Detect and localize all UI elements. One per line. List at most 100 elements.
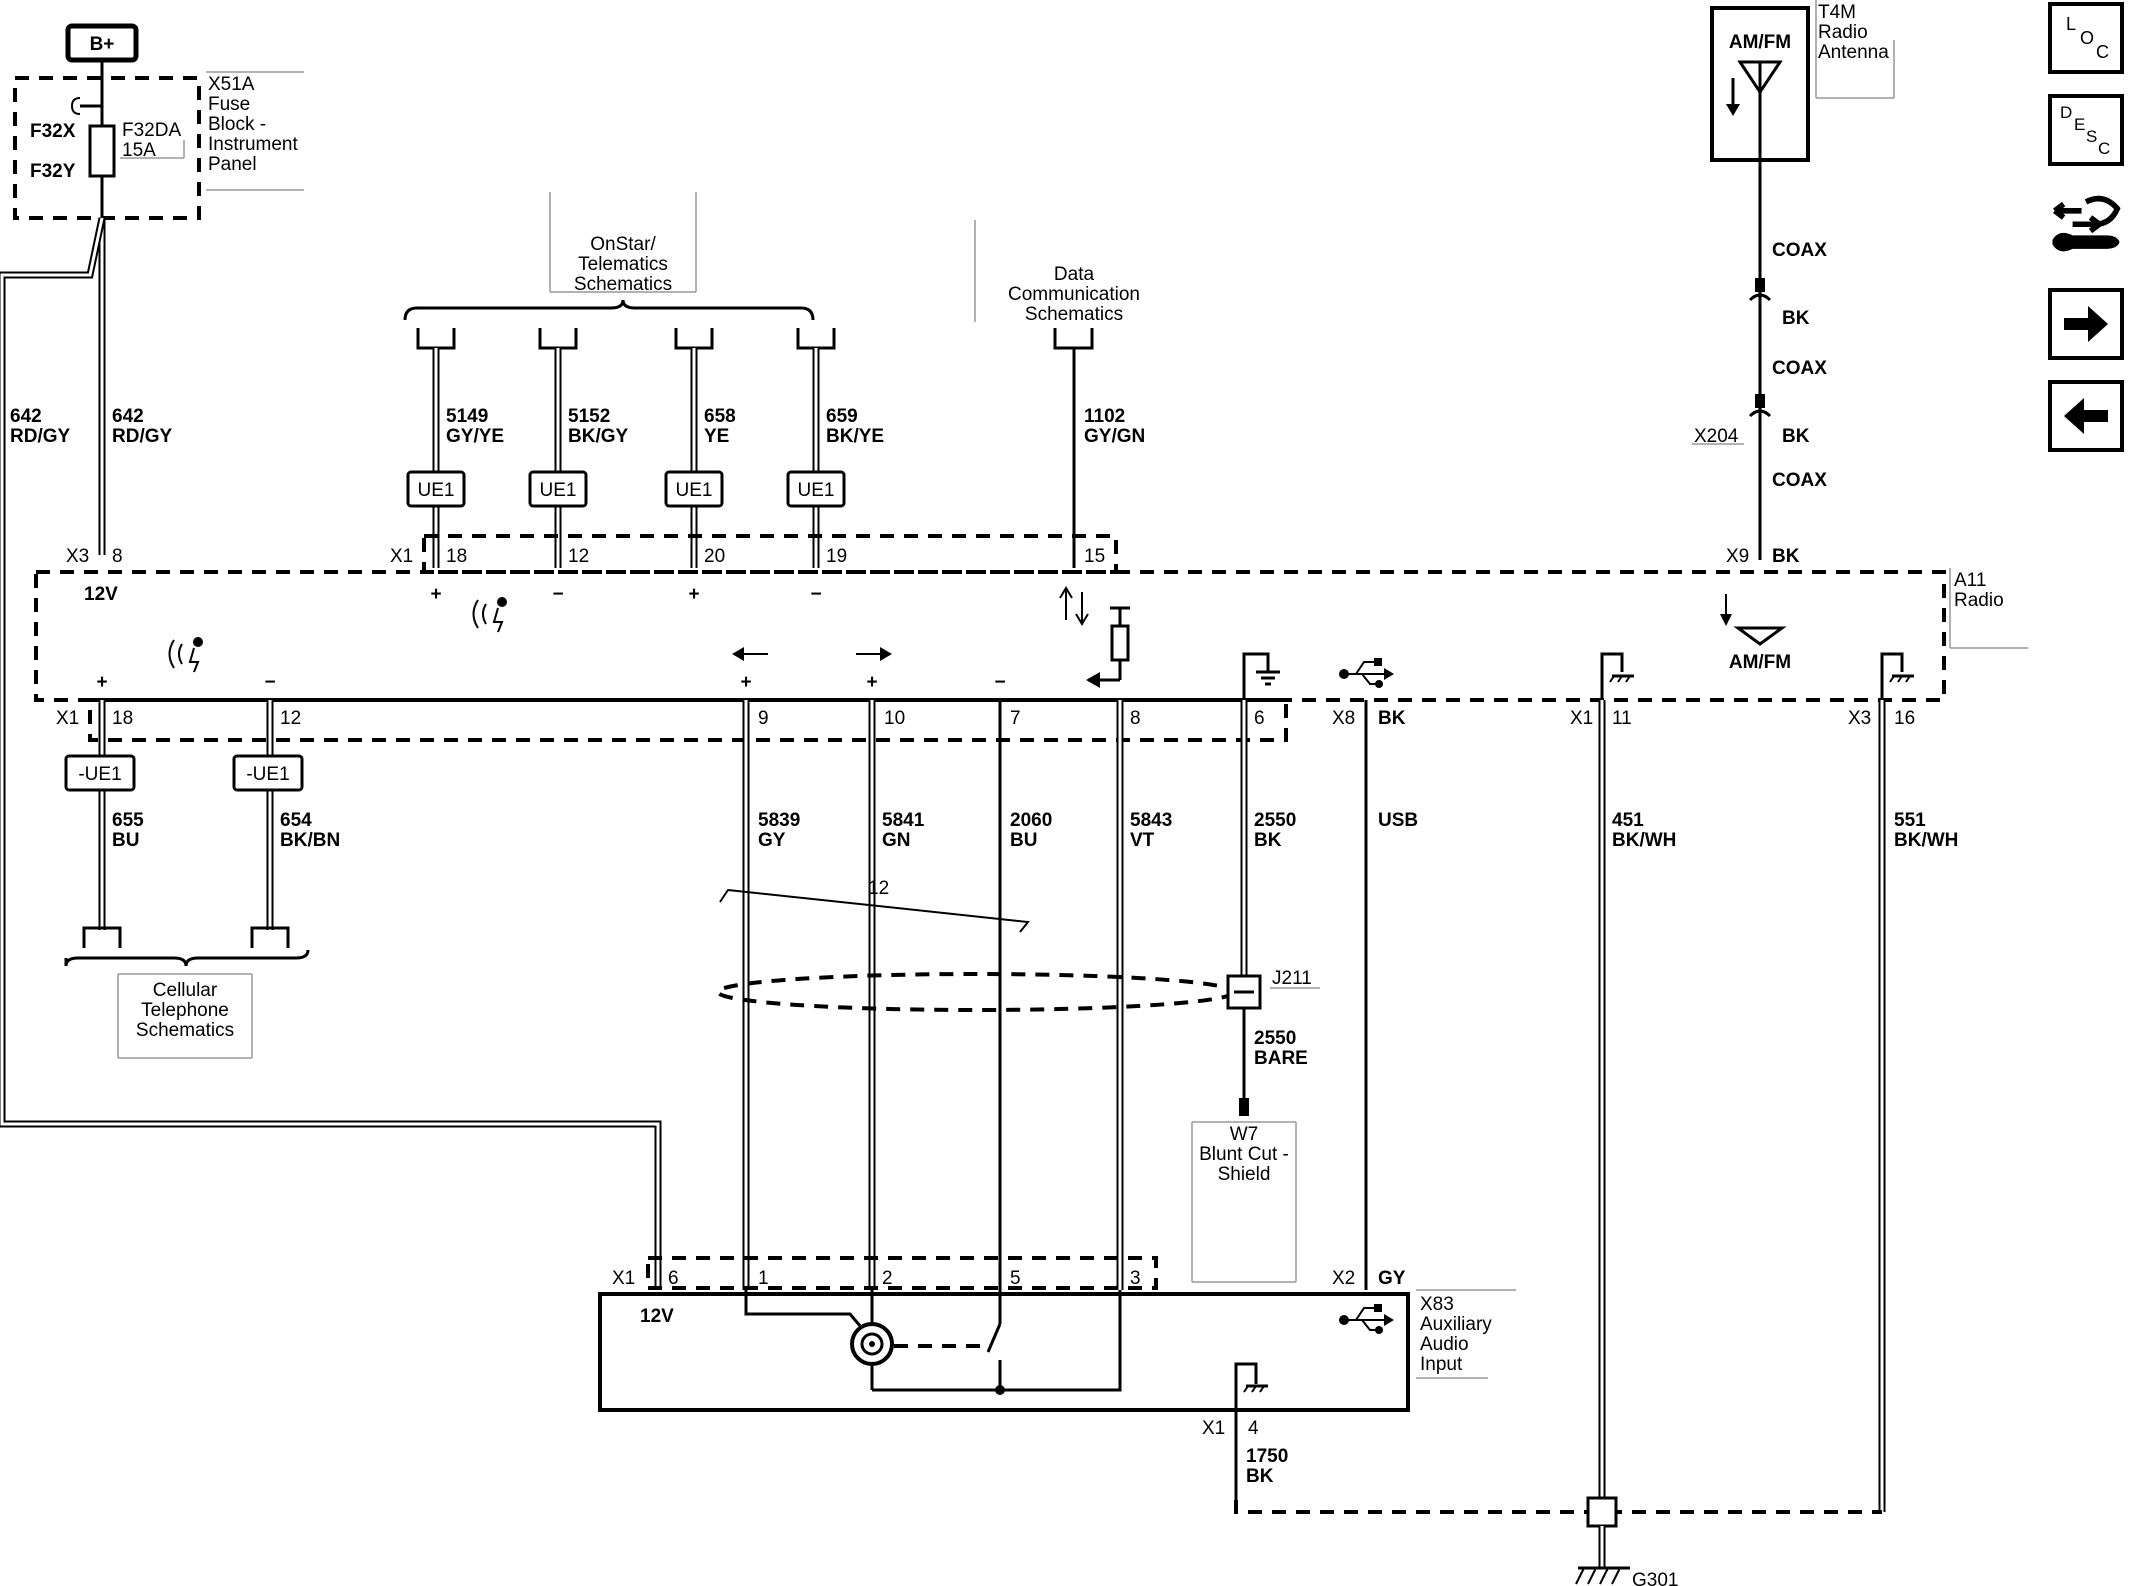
wire-659-num: 659	[826, 406, 858, 427]
wire-5152-color: BK/GY	[568, 426, 629, 447]
radio-pin-12: 12	[568, 546, 589, 567]
onstar-reference: OnStar/ Telematics Schematics	[403, 192, 815, 321]
aux-name-1: Auxiliary	[1420, 1314, 1492, 1335]
aux-name-2: Audio	[1420, 1334, 1469, 1355]
connector-x204: X204	[1694, 426, 1739, 447]
fuse-label-f32y: F32Y	[30, 161, 76, 182]
radio-pin-b6: 6	[1254, 708, 1265, 729]
chassis-ground-icon	[1600, 652, 1634, 700]
radio-pin-18: 18	[446, 546, 467, 567]
fuse-block-name-4: Panel	[208, 154, 257, 175]
wire-642b-num: 642	[112, 406, 144, 427]
wrench-connector-icon	[2052, 195, 2121, 252]
antenna-t4m: AM/FM T4M Radio Antenna COAX BK COAX X20…	[1692, 0, 1895, 560]
location-button[interactable]: L O C	[2048, 2, 2124, 74]
radio-pin-19: 19	[826, 546, 847, 567]
wire-1750-color: BK	[1246, 1466, 1274, 1487]
fuse-id: F32DA	[122, 120, 181, 141]
aux-name-3: Input	[1420, 1354, 1463, 1375]
upper-connectors	[416, 328, 1094, 350]
ground-id: G301	[1632, 1570, 1678, 1586]
loc-letter-l: L	[2066, 14, 2076, 34]
bias-resistor-icon	[1086, 606, 1130, 688]
wire-2060-num: 2060	[1010, 810, 1052, 831]
fuse-block-name-2: Block -	[208, 114, 266, 135]
shield-line-2: Shield	[1218, 1164, 1271, 1185]
wire-451-color: BK/WH	[1612, 830, 1676, 851]
previous-page-button[interactable]	[2048, 380, 2124, 452]
wire-5152-num: 5152	[568, 406, 610, 427]
loc-letter-o: O	[2080, 28, 2094, 48]
wire-2060-color: BU	[1010, 830, 1037, 851]
sign-plus: +	[430, 584, 441, 605]
radio-x3: X3	[66, 546, 89, 567]
radio-module-a11: A11 Radio X3 8 12V X1 18 12 20 19 15 + −…	[34, 534, 2028, 742]
onstar-ref-1: OnStar/	[590, 234, 656, 255]
desc-letter-c: C	[2098, 139, 2110, 158]
arrow-right-icon	[2064, 306, 2108, 342]
aux-x1: X1	[612, 1268, 635, 1289]
wire-2550-color: BK	[1254, 830, 1282, 851]
wire-5839-color: GY	[758, 830, 786, 851]
wire-451-num: 451	[1612, 810, 1644, 831]
wire-655-num: 655	[112, 810, 144, 831]
shield-id: W7	[1230, 1124, 1259, 1145]
antenna-box-label: AM/FM	[1729, 32, 1791, 53]
wire-642b-color: RD/GY	[112, 426, 173, 447]
aux-x2-gy: GY	[1378, 1268, 1406, 1289]
wire-659-color: BK/YE	[826, 426, 884, 447]
aux-pin-1: 1	[758, 1268, 769, 1289]
fuse-icon	[88, 124, 116, 178]
radio-x9: X9	[1726, 546, 1749, 567]
aux-pin-6: 6	[668, 1268, 679, 1289]
coax-label-2: COAX	[1772, 358, 1827, 379]
radio-pin-b8: 8	[1130, 708, 1141, 729]
power-label: B+	[90, 34, 115, 55]
coax-bk-2: BK	[1782, 426, 1810, 447]
data-comm-reference: Data Communication Schematics	[974, 220, 1140, 325]
antenna-name-1: Radio	[1818, 22, 1868, 43]
antenna-name-2: Antenna	[1818, 42, 1889, 63]
ground-g301: G301	[1234, 1496, 1882, 1586]
ue1-boxes-upper: UE1 UE1 UE1 UE1	[406, 470, 846, 508]
connector-end-view-button[interactable]	[2048, 186, 2124, 258]
ground-symbol-icon	[1242, 652, 1280, 700]
twist-label: 12	[868, 878, 889, 899]
radio-pin-b16: 16	[1894, 708, 1915, 729]
datacomm-ref-3: Schematics	[1025, 304, 1123, 325]
wire-551-num: 551	[1894, 810, 1926, 831]
coax-label-1: COAX	[1772, 240, 1827, 261]
radio-pin-b9: 9	[758, 708, 769, 729]
cellular-ref-1: Cellular	[153, 980, 218, 1001]
aux-pin-3: 3	[1130, 1268, 1141, 1289]
wire-1102-num: 1102	[1084, 406, 1125, 427]
radio-pin-b18: 18	[112, 708, 133, 729]
wire-5149-color: GY/YE	[446, 426, 504, 447]
wire-5841-color: GN	[882, 830, 911, 851]
sign-minus: −	[552, 584, 563, 605]
radio-x1-top: X1	[390, 546, 413, 567]
radio-pin-b10: 10	[884, 708, 905, 729]
radio-pin-b11: 11	[1612, 708, 1632, 729]
upper-wires: 5149 GY/YE 5152 BK/GY 658 YE 659 BK/YE 1…	[432, 348, 1145, 568]
description-button[interactable]: D E S C	[2048, 94, 2124, 166]
loc-letter-c: C	[2096, 42, 2109, 62]
desc-letter-e: E	[2074, 115, 2085, 134]
power-source: B+	[65, 23, 139, 106]
aux-12v: 12V	[640, 1306, 674, 1327]
microphone-icon	[472, 597, 507, 633]
radio-x3-right: X3	[1848, 708, 1871, 729]
next-page-button[interactable]	[2048, 288, 2124, 360]
sign-plus: +	[866, 672, 877, 693]
radio-x8: X8	[1332, 708, 1355, 729]
fuse-rating: 15A	[122, 140, 156, 161]
fuse-block-id: X51A	[208, 74, 255, 95]
wire-654-num: 654	[280, 810, 312, 831]
usb-label: USB	[1378, 810, 1418, 831]
sign-minus: −	[994, 672, 1005, 693]
radio-name: Radio	[1954, 590, 2004, 611]
wire-5839-num: 5839	[758, 810, 800, 831]
wire-5149-num: 5149	[446, 406, 488, 427]
ue1-label: UE1	[418, 480, 455, 501]
aux-x1-bottom: X1	[1202, 1418, 1225, 1439]
